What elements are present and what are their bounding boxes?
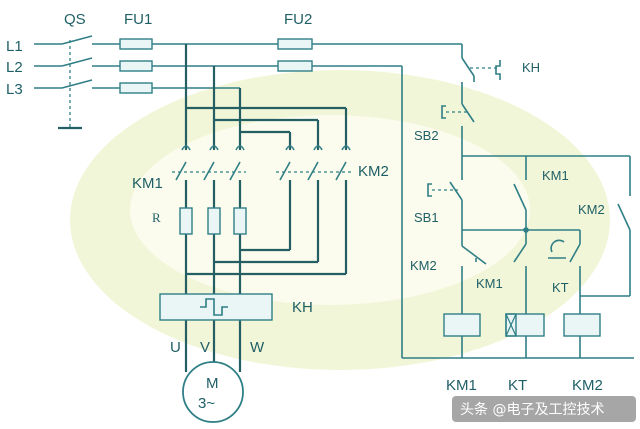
km2-interlock-label: KM2 (410, 258, 437, 273)
resistor-u (179, 207, 193, 235)
coil-km1 (443, 313, 481, 337)
thermal-element (200, 298, 228, 316)
supply-lines (34, 35, 462, 130)
sb2-label: SB2 (414, 128, 439, 143)
fu1-fuse-l1 (119, 38, 153, 50)
fu1-label: FU1 (124, 11, 152, 28)
main-circuit (172, 44, 352, 372)
coil-kt-delay-mark (505, 313, 517, 337)
kh-contact-label: KH (522, 60, 540, 75)
resistor-v (207, 207, 221, 235)
kt-contact-label: KT (552, 280, 569, 295)
control-circuit (401, 44, 634, 359)
watermark-bg (452, 396, 636, 422)
resistor-label: R (152, 210, 161, 225)
motor-m-label: M (206, 375, 219, 392)
l1-label: L1 (6, 38, 23, 55)
w-label: W (250, 339, 265, 356)
thermal-relay-kh (159, 293, 273, 321)
kh-relay-label: KH (292, 299, 313, 316)
km1-interlock-label: KM1 (476, 276, 503, 291)
km2-aux-label: KM2 (578, 202, 605, 217)
coil-kt-label: KT (508, 377, 527, 394)
resistor-w (233, 207, 247, 235)
fu2-fuse-1 (277, 38, 313, 50)
motor-3-label: 3~ (198, 395, 215, 412)
background-glow-inner (130, 115, 530, 305)
coil-kt (505, 313, 545, 337)
fu2-fuse-2 (277, 60, 313, 72)
motor-symbol (182, 361, 244, 423)
watermark: 头条 @电子及工控技术 (460, 401, 604, 418)
km2-main-label: KM2 (358, 163, 389, 180)
fu1-fuse-l2 (119, 60, 153, 72)
v-label: V (200, 339, 210, 356)
coil-km1-label: KM1 (446, 377, 477, 394)
l2-label: L2 (6, 59, 23, 76)
coil-km2-label: KM2 (572, 377, 603, 394)
sb1-label: SB1 (414, 210, 439, 225)
qs-label: QS (64, 11, 86, 28)
coil-km2 (563, 313, 601, 337)
km1-main-label: KM1 (132, 175, 163, 192)
u-label: U (170, 339, 181, 356)
l3-label: L3 (6, 81, 23, 98)
fu2-label: FU2 (284, 11, 312, 28)
km1-aux-label: KM1 (542, 168, 569, 183)
fu1-fuse-l3 (119, 82, 153, 94)
